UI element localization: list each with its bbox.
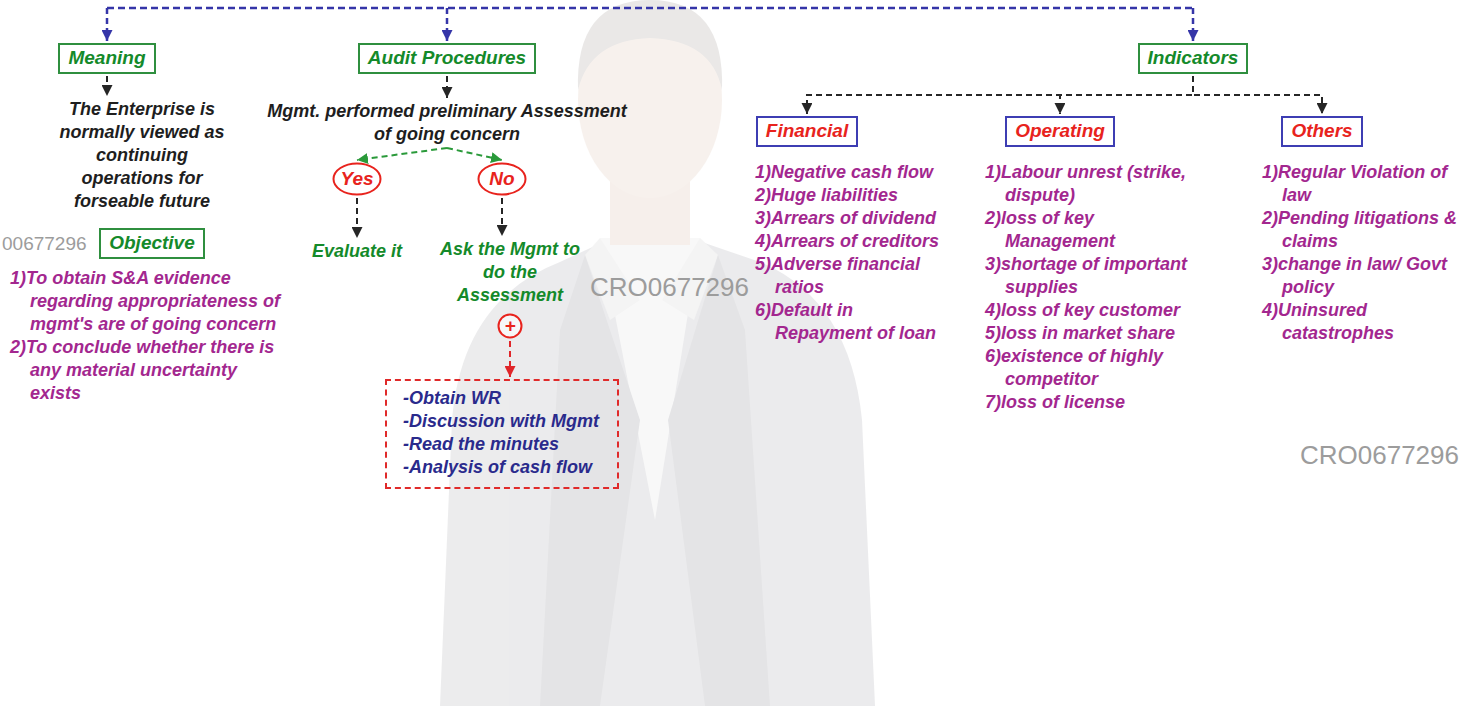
category-box: Operating xyxy=(1005,116,1115,147)
dashed-line xyxy=(107,7,1193,10)
result-text: Ask the Mgmt to do the Assessment xyxy=(438,238,583,307)
dashed-arrow xyxy=(501,198,503,236)
label-group: 00677296 xyxy=(2,233,87,255)
dashed-arrow xyxy=(1193,76,1322,114)
node-text: Financial xyxy=(766,119,848,143)
decision-oval: No xyxy=(477,162,527,196)
node-text: Operating xyxy=(1015,119,1105,143)
node-text: Ask the Mgmt to do the Assessment xyxy=(438,238,583,307)
dashed-arrow xyxy=(1192,8,1195,41)
heading-box: Indicators xyxy=(1138,43,1249,74)
indicator-item: 3)Arrears of dividend xyxy=(755,207,950,230)
dashed-arrow xyxy=(446,8,449,41)
indicator-item: 6)Default in Repayment of loan xyxy=(755,299,950,345)
top-connector xyxy=(107,8,1193,41)
node-text: + xyxy=(504,315,515,337)
indicator-item: 3)shortage of important supplies xyxy=(985,253,1207,299)
dashed-arrow xyxy=(106,76,108,96)
indicator-item: 1)Negative cash flow xyxy=(755,161,950,184)
indicator-item: 6)existence of highly competitor xyxy=(985,345,1207,391)
category-box: Financial xyxy=(756,116,858,147)
label-group: CRO0677296 xyxy=(590,272,749,302)
indicator-item: 7)loss of license xyxy=(985,391,1207,414)
decision-oval: Yes xyxy=(332,162,382,196)
oval-shape xyxy=(334,164,381,195)
indicator-item: 2)loss of key Management xyxy=(985,207,1207,253)
indicator-item: 5)loss in market share xyxy=(985,322,1207,345)
node-text: No xyxy=(489,168,514,190)
label-group: 1)Negative cash flow2)Huge liabilities3)… xyxy=(755,161,950,345)
indicator-item: 5)Adverse financial ratios xyxy=(755,253,950,299)
node-text: -Analysis of cash flow xyxy=(403,456,599,479)
indicator-item: 2)Huge liabilities xyxy=(755,184,950,207)
plus-circle: + xyxy=(497,313,523,339)
label-group: CRO0677296 xyxy=(1300,440,1459,470)
dashed-arrow xyxy=(1060,76,1193,114)
indicator-item: 1)Labour unrest (strike, dispute) xyxy=(985,161,1207,207)
oval-shape xyxy=(479,164,526,195)
node-text: Audit Procedures xyxy=(368,46,526,70)
dashed-arrow xyxy=(357,148,447,160)
indicator-item: 3)change in law/ Govt policy xyxy=(1262,253,1462,299)
label-group: 1)Regular Violation of law2)Pending liti… xyxy=(1262,161,1462,345)
node-text: Evaluate it xyxy=(312,240,402,263)
hair-shape xyxy=(578,0,722,90)
node-text: Meaning xyxy=(68,46,145,70)
indicator-item: 2)Pending litigations & claims xyxy=(1262,207,1462,253)
procedure-box: -Obtain WR-Discussion with Mgmt-Read the… xyxy=(385,379,619,489)
dashed-arrow xyxy=(509,341,511,377)
dashed-arrow xyxy=(356,198,358,238)
node-text: The Enterprise is normally viewed as con… xyxy=(53,98,231,213)
definition-text: The Enterprise is normally viewed as con… xyxy=(53,98,231,213)
heading-box: Meaning xyxy=(58,43,155,74)
node-text: -Discussion with Mgmt xyxy=(403,410,599,433)
result-text: Evaluate it xyxy=(312,240,402,263)
node-text: Yes xyxy=(340,168,373,190)
node-text: Others xyxy=(1291,119,1352,143)
node-text: Mgmt. performed preliminary Assessment o… xyxy=(267,100,627,146)
dashed-arrow xyxy=(807,76,1193,114)
oval-shape xyxy=(499,315,522,338)
indicator-item: 4)Arrears of creditors xyxy=(755,230,950,253)
lapel-shape xyxy=(540,255,640,706)
label-group: 1)To obtain S&A evidence regarding appro… xyxy=(10,267,285,405)
node-text: -Read the minutes xyxy=(403,433,599,456)
indicator-item: 1)Regular Violation of law xyxy=(1262,161,1462,207)
objective-item: 1)To obtain S&A evidence regarding appro… xyxy=(10,267,285,336)
node-text: Objective xyxy=(109,231,195,255)
objective-item: 2)To conclude whether there is any mater… xyxy=(10,336,285,405)
dashed-arrow xyxy=(447,148,502,160)
connector-group xyxy=(107,76,1322,377)
dashed-arrow xyxy=(446,76,448,98)
watermark: CRO0677296 xyxy=(1300,440,1459,470)
lapel-shape xyxy=(668,255,770,706)
category-box: Others xyxy=(1281,116,1362,147)
label-group: 1)Labour unrest (strike, dispute)2)loss … xyxy=(985,161,1207,414)
heading-box: Audit Procedures xyxy=(358,43,536,74)
indicator-item: 4)loss of key customer xyxy=(985,299,1207,322)
dashed-arrow xyxy=(106,8,109,41)
watermark: 00677296 xyxy=(2,233,87,255)
step-text: Mgmt. performed preliminary Assessment o… xyxy=(267,100,627,146)
indicator-item: 4)Uninsured catastrophes xyxy=(1262,299,1462,345)
watermark: CRO0677296 xyxy=(590,272,749,302)
node-text: Indicators xyxy=(1148,46,1239,70)
heading-box: Objective xyxy=(99,228,205,259)
node-text: -Obtain WR xyxy=(403,387,599,410)
